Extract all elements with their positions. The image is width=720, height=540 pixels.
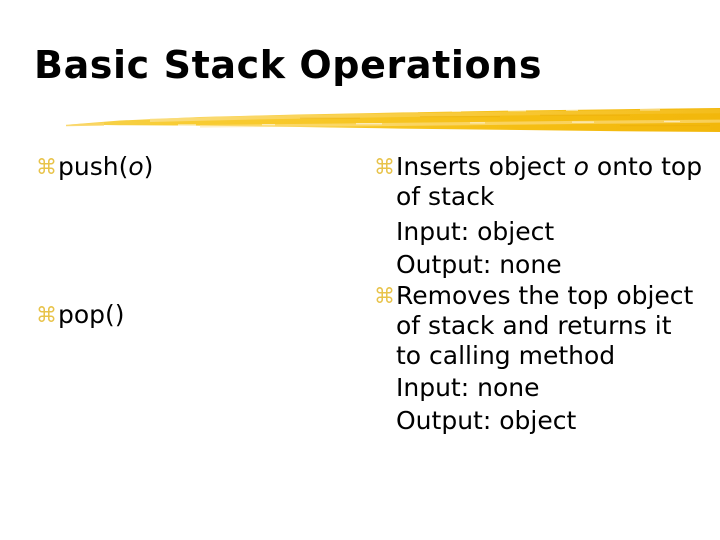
list-item-pop: ⌘ pop() <box>36 300 366 330</box>
bowen-knot-bullet-icon: ⌘ <box>36 155 57 179</box>
push-description-text: Inserts object o onto top of stack <box>396 152 704 212</box>
operation-name-push: push( <box>58 152 129 181</box>
push-description-suffix: onto top of stack <box>396 152 703 211</box>
left-column-spacer <box>36 182 366 300</box>
bowen-knot-bullet-icon: ⌘ <box>374 284 395 308</box>
operation-close-paren-push: ) <box>143 152 154 181</box>
push-description-param: o <box>573 152 589 181</box>
push-output-line: Output: none <box>396 250 562 279</box>
operation-name-pop: pop( <box>58 300 115 329</box>
bowen-knot-bullet-icon: ⌘ <box>36 303 57 327</box>
bowen-knot-bullet-icon: ⌘ <box>374 155 395 179</box>
title-underline-brushstroke <box>66 108 720 132</box>
operation-signature-push: push(o) <box>58 152 366 182</box>
pop-description-prefix: Removes the top object of stack and retu… <box>396 281 694 370</box>
page-title: Basic Stack Operations <box>34 43 543 87</box>
operation-close-paren-pop: ) <box>114 300 125 329</box>
list-item-push: ⌘ push(o) <box>36 152 366 182</box>
right-column: ⌘ Inserts object o onto top of stack Inp… <box>374 152 704 437</box>
operation-signature-pop: pop() <box>58 300 366 330</box>
pop-input-line: Input: none <box>396 373 540 402</box>
list-item-push-description: ⌘ Inserts object o onto top of stack <box>374 152 704 212</box>
list-item-pop-description: ⌘ Removes the top object of stack and re… <box>374 281 704 371</box>
push-input-line: Input: object <box>396 217 555 246</box>
push-description-prefix: Inserts object <box>396 152 574 181</box>
left-column: ⌘ push(o) ⌘ pop() <box>36 152 366 330</box>
pop-description-text: Removes the top object of stack and retu… <box>396 281 704 371</box>
operation-param-push: o <box>128 152 144 181</box>
pop-output-line: Output: object <box>396 406 577 435</box>
